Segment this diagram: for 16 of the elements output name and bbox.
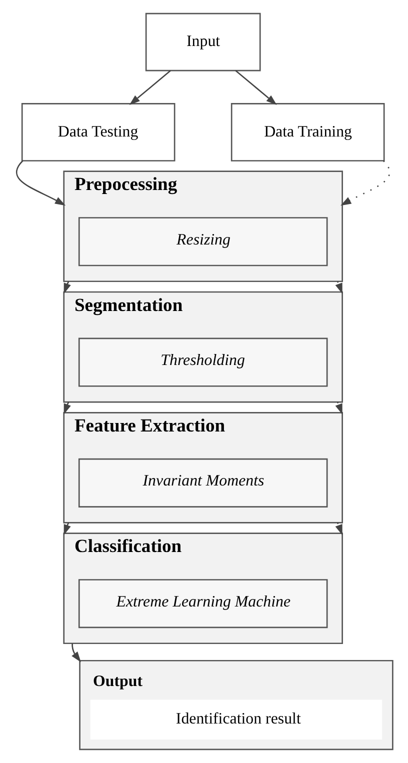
arrow (16, 160, 66, 206)
node-box: Resizing (78, 217, 328, 266)
node-box: Invariant Moments (78, 458, 328, 508)
arrow (334, 522, 342, 536)
node-box: Extreme Learning Machine (78, 579, 328, 628)
node-box: Output Identification result (78, 660, 393, 750)
arrow (340, 160, 390, 206)
node-box: Thresholding (78, 338, 328, 387)
arrow (334, 402, 342, 415)
arrow (334, 281, 342, 294)
node-box: Input (144, 12, 260, 72)
arrow (71, 643, 80, 662)
arrow (128, 70, 170, 105)
node-box: Data Training (230, 103, 384, 162)
node-box: Data Testing (20, 103, 175, 162)
arrow (234, 70, 276, 105)
